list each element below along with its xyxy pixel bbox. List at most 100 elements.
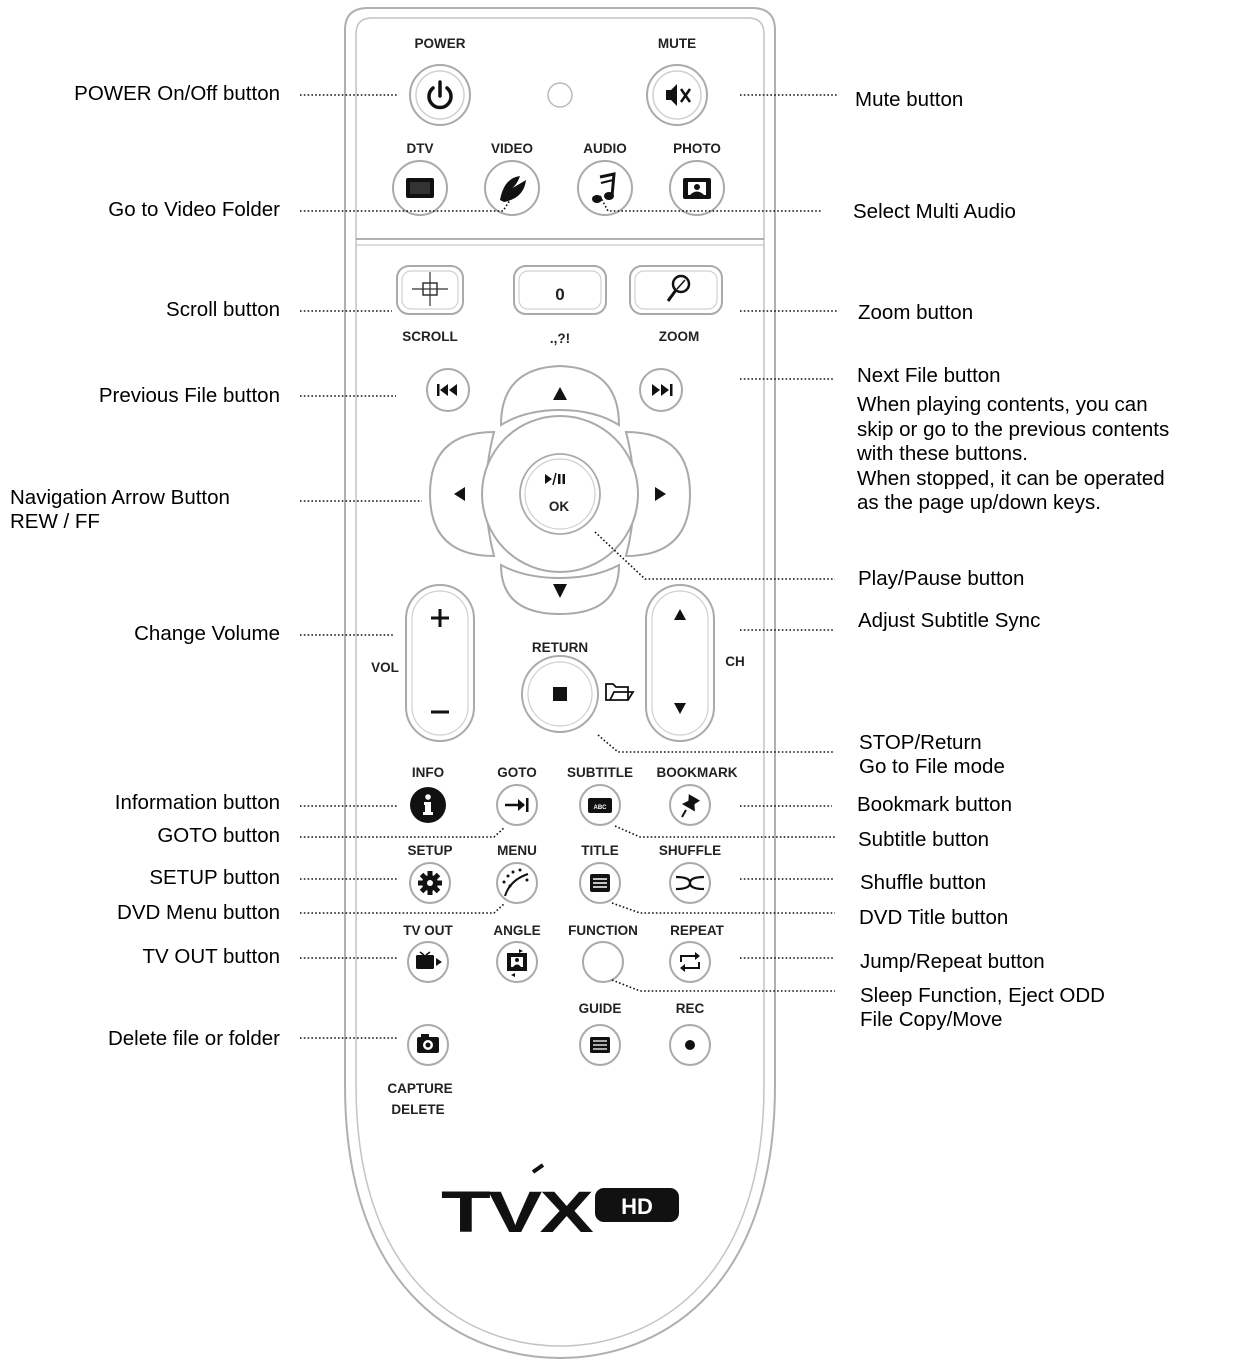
guide-list-icon [590,1037,610,1053]
callout-scroll: Scroll button [166,298,280,321]
zoom-button[interactable] [629,265,723,315]
goto-label: GOTO [497,765,537,780]
play-pause-ok-button[interactable]: OK [481,415,639,573]
callout-zoom: Zoom button [858,301,974,324]
next-desc-line: When playing contents, you can [857,393,1148,416]
next-desc-line: skip or go to the previous contents [857,417,1170,441]
tvout-button[interactable] [407,941,449,983]
menu-button[interactable] [496,862,538,904]
mute-label: MUTE [658,36,696,51]
callout-nav-line2: REW / FF [10,510,100,533]
tv-output-icon [416,951,442,969]
scroll-cross-icon [412,272,448,306]
angle-icon [507,949,527,977]
setup-button[interactable] [409,862,451,904]
callout-prev: Previous File button [98,384,280,407]
dtv-label: DTV [407,141,434,156]
scroll-label: SCROLL [402,329,458,344]
video-button[interactable] [484,160,540,216]
pushpin-icon [681,794,701,818]
guide-button[interactable] [579,1024,621,1066]
callout-shuffle: Shuffle button [860,871,987,894]
bookmark-label: BOOKMARK [657,765,738,780]
capture-delete-button[interactable] [407,1024,449,1066]
arrow-right-icon [655,487,666,501]
photo-label: PHOTO [673,141,721,156]
subtitle-abc-icon [588,798,612,813]
leader-play [594,531,835,580]
skip-back-icon [437,384,457,396]
info-button[interactable] [410,787,446,823]
leader-lines [300,94,838,1039]
next-desc-line: with these buttons. [857,442,1028,465]
callout-mute: Mute button [855,88,964,111]
callout-goto: GOTO button [157,824,280,847]
callout-video: Go to Video Folder [108,198,280,221]
callout-nav: Navigation Arrow Button REW / FF [10,486,230,534]
rec-label: REC [676,1001,705,1016]
film-reel-icon [500,176,526,202]
skip-forward-icon [652,384,673,396]
stop-icon [553,687,567,701]
callout-function-line2: File Copy/Move [860,1008,1003,1031]
arrow-left-icon [454,487,465,501]
plus-icon [431,609,449,627]
shuffle-button[interactable] [669,862,711,904]
capture-label: CAPTURE [387,1081,452,1096]
vol-label: VOL [371,660,399,675]
remote-body-inner [355,17,765,1347]
callout-play: Play/Pause button [858,567,1025,590]
nav-up-button[interactable] [499,364,621,427]
shuffle-label: SHUFFLE [659,843,721,858]
volume-rocker[interactable] [405,584,475,742]
logo-hd-badge: HD [621,1194,653,1219]
audio-button[interactable] [577,160,633,216]
leader-subtitle [614,825,835,838]
prev-file-button[interactable] [426,368,470,412]
delete-label: DELETE [391,1102,444,1117]
scroll-button[interactable] [396,265,464,315]
photo-frame-icon [683,178,711,199]
photo-button[interactable] [669,160,725,216]
callout-repeat: Jump/Repeat button [860,950,1045,973]
bookmark-button[interactable] [669,784,711,826]
next-desc-line: as the page up/down keys. [857,491,1101,514]
abc-text: ABC [594,805,608,811]
repeat-button[interactable] [669,941,711,983]
callout-stop-line2: Go to File mode [859,755,1005,778]
nav-down-button[interactable] [499,563,621,616]
info-icon [423,794,433,815]
leader-function [611,979,835,992]
angle-button[interactable] [496,941,538,983]
shuffle-icon [675,875,705,891]
tvout-label: TV OUT [403,923,453,938]
callout-title: DVD Title button [859,906,1009,929]
function-button[interactable] [582,941,624,983]
return-label: RETURN [532,640,588,655]
mute-button[interactable] [646,64,708,126]
callout-volume: Change Volume [134,622,280,645]
goto-button[interactable] [496,784,538,826]
record-dot-icon [685,1040,695,1050]
stop-return-button[interactable] [521,655,599,733]
folder-icon [605,683,635,701]
ok-label: OK [549,499,570,514]
callout-setup: SETUP button [149,866,280,889]
arrow-up-icon [553,387,567,400]
next-file-button[interactable] [639,368,683,412]
ir-led [547,82,573,108]
dtv-button[interactable] [392,160,448,216]
tvx-hd-logo: TVX HD [441,1163,679,1245]
camera-icon [417,1034,439,1053]
callout-audio: Select Multi Audio [853,200,1016,223]
zero-button[interactable]: 0 [513,265,607,315]
title-button[interactable] [579,862,621,904]
subtitle-button[interactable]: ABC [579,784,621,826]
rec-button[interactable] [669,1024,711,1066]
power-button[interactable] [409,64,471,126]
callout-function-line1: Sleep Function, Eject ODD [860,984,1105,1007]
channel-up-icon [674,609,686,620]
channel-rocker[interactable] [645,584,715,742]
